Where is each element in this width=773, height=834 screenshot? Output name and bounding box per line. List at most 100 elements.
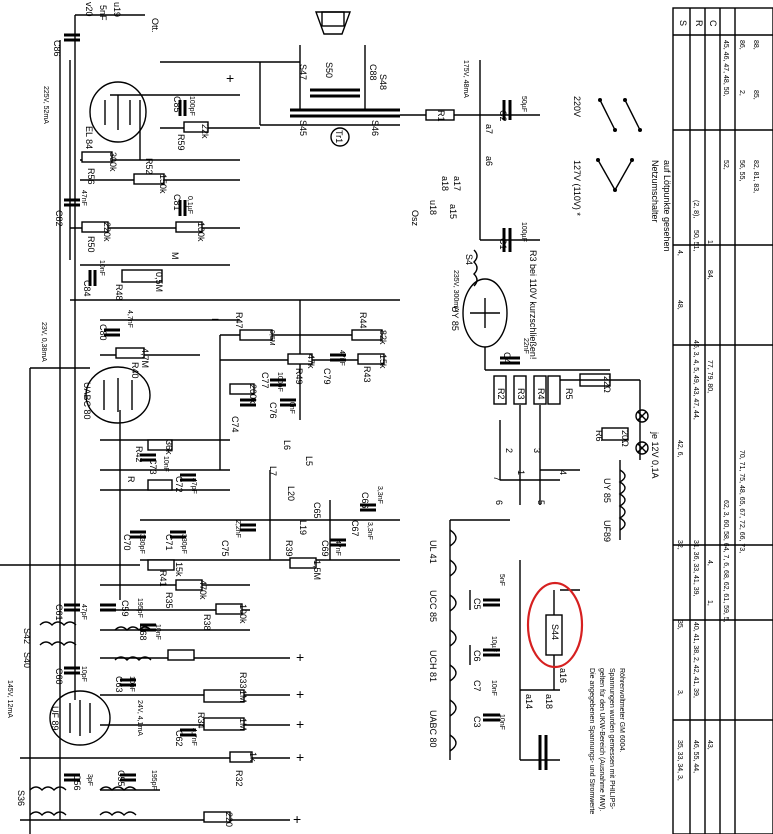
label-r48: R48	[114, 284, 124, 301]
label-netz1: Netzumschalter	[650, 160, 660, 223]
label-c80: C80	[98, 324, 108, 341]
table-cell: 40, 41, 38, 2, 42, 41, 39,	[692, 622, 699, 698]
table-cell: 70, 71, 75, 48, 65, 67, 72, 66, 73,	[738, 450, 745, 553]
label-c60-val: 10pF	[80, 666, 87, 682]
label-c75-val: 2,2nF	[234, 520, 241, 538]
svg-text:+: +	[296, 749, 304, 765]
label-c72-val: 47pF	[190, 478, 197, 494]
label-s40: S40	[22, 652, 32, 668]
table-text: S R C 35, 33, 34, 3, 46, 55, 44, 43, 3, …	[676, 20, 759, 781]
labels-left: Ott. 5nF u19 v20 C86 225V, 52mA EL 84 C8…	[6, 2, 388, 827]
label-r41-val: 15k	[174, 562, 184, 577]
resistors-left	[81, 121, 385, 823]
label-r6-val: 20Ω	[620, 430, 630, 447]
table-cell: 43,	[706, 740, 713, 750]
label-5: 5	[536, 500, 546, 505]
table-cell: 3,	[676, 690, 683, 696]
table-cell: 86,	[738, 40, 745, 50]
coils-left	[29, 621, 152, 816]
label-s45: S45	[298, 120, 308, 136]
label-c69-val: 47nF	[334, 540, 341, 556]
svg-text:+: +	[293, 811, 301, 827]
label-c2: C2	[498, 110, 508, 122]
label-c73-val: 10nF	[162, 456, 169, 472]
label-c73: C73	[148, 458, 158, 475]
label-s44: S44	[550, 624, 560, 640]
label-i: I	[210, 318, 220, 321]
table-cell: 46, 3, 4, 5, 49, 43, 47, 44,	[692, 340, 699, 420]
label-s50: S50	[324, 62, 334, 78]
label-uy85: UY 85	[450, 306, 460, 331]
table-cell: 62, 3, 60, 58, 64, 7, 6, 68, 62, 61, 59,…	[722, 500, 729, 623]
label-el84: EL 84	[84, 126, 94, 149]
label-145v: 145V, 12mA	[6, 680, 13, 718]
output-transformer	[290, 45, 400, 147]
label-s36: S36	[16, 790, 26, 806]
table-cell: 82, 81, 83,	[752, 160, 759, 193]
label-c71: C71	[164, 534, 174, 551]
label-127v: 127V (110V) *	[572, 160, 582, 216]
labels-power: S47 S50 C88 S48 S45 S46 Tr1 175V, 48mA R…	[298, 60, 672, 542]
label-c86: C86	[52, 40, 62, 57]
label-c81: C81	[172, 194, 182, 211]
label-4: 4	[558, 470, 568, 475]
label-r39-val: 1,5M	[312, 560, 322, 580]
label-ua41: UL 41	[428, 540, 438, 564]
label-c86-val: 5nF	[98, 5, 108, 21]
table-cell: 84,	[706, 270, 713, 280]
label-c63-val: 10pF	[128, 676, 135, 692]
label-c3-val: 10nF	[498, 714, 505, 730]
label-225v: 225V, 52mA	[42, 86, 49, 124]
label-c60: C60	[54, 668, 64, 685]
label-c72: C72	[174, 476, 184, 493]
table-cell: 50, 51,	[692, 230, 699, 251]
label-uabc80-b: UABC 80	[428, 710, 438, 748]
mains-switch-220	[598, 98, 642, 132]
label-c74: C74	[230, 416, 240, 433]
power-supply	[400, 60, 649, 540]
label-s48: S48	[378, 74, 388, 90]
label-2: 2	[504, 448, 514, 453]
table-cell: 1,	[706, 600, 713, 606]
note-line3: Spannungen wurden gemessen mit PHILIPS-	[608, 668, 615, 810]
label-r35: R35	[164, 592, 174, 609]
label-c3: C3	[472, 716, 482, 728]
label-a7: a7	[484, 124, 494, 134]
label-a15: a15	[448, 204, 458, 219]
label-c4-val: 22nF	[522, 338, 529, 354]
table-cell: 2,	[738, 90, 745, 96]
label-uy85-b: UY 85	[602, 478, 612, 503]
table-header-s: S	[678, 20, 688, 26]
label-netz2: auf Lötpunkte gesehen	[662, 160, 672, 252]
note-line4: Röhrenvoltmeter GM 6004.	[618, 668, 625, 752]
label-r33-val: 1M	[238, 690, 248, 703]
label-r52-val: 150k	[158, 174, 168, 194]
label-r6: R6	[594, 430, 604, 442]
label-r41: R41	[158, 570, 168, 587]
label-c70-val: 330pF	[138, 534, 145, 554]
label-c84: C84	[82, 280, 92, 297]
label-c82: C82	[54, 210, 64, 227]
label-r3-note: R3 bei 110V kurzschließen!	[528, 250, 538, 359]
label-r5-val: 22Ω	[602, 376, 612, 393]
label-l19: L19	[298, 520, 308, 535]
capacitors-left	[64, 33, 376, 782]
label-s4: S4	[464, 254, 474, 265]
table-cell: 46, 55, 44,	[692, 740, 699, 773]
label-220v: 220V	[572, 96, 582, 117]
label-c79: C79	[322, 368, 332, 385]
label-1: 1	[516, 470, 526, 475]
label-c88: C88	[368, 64, 378, 81]
label-c1: C1	[498, 238, 508, 250]
label-out: Ott.	[150, 18, 160, 33]
label-r35-val: 470k	[198, 580, 208, 600]
label-osz: Osz	[410, 210, 420, 227]
label-r48-val: 0,5M	[154, 272, 164, 292]
label-r33: R33	[238, 672, 248, 689]
mains-switch-127	[596, 158, 634, 192]
label-a14: a14	[524, 694, 534, 709]
label-c56: C56	[72, 774, 82, 791]
label-r59: R59	[176, 134, 186, 151]
label-r44: R44	[358, 312, 368, 329]
label-r34: R34	[196, 712, 206, 729]
